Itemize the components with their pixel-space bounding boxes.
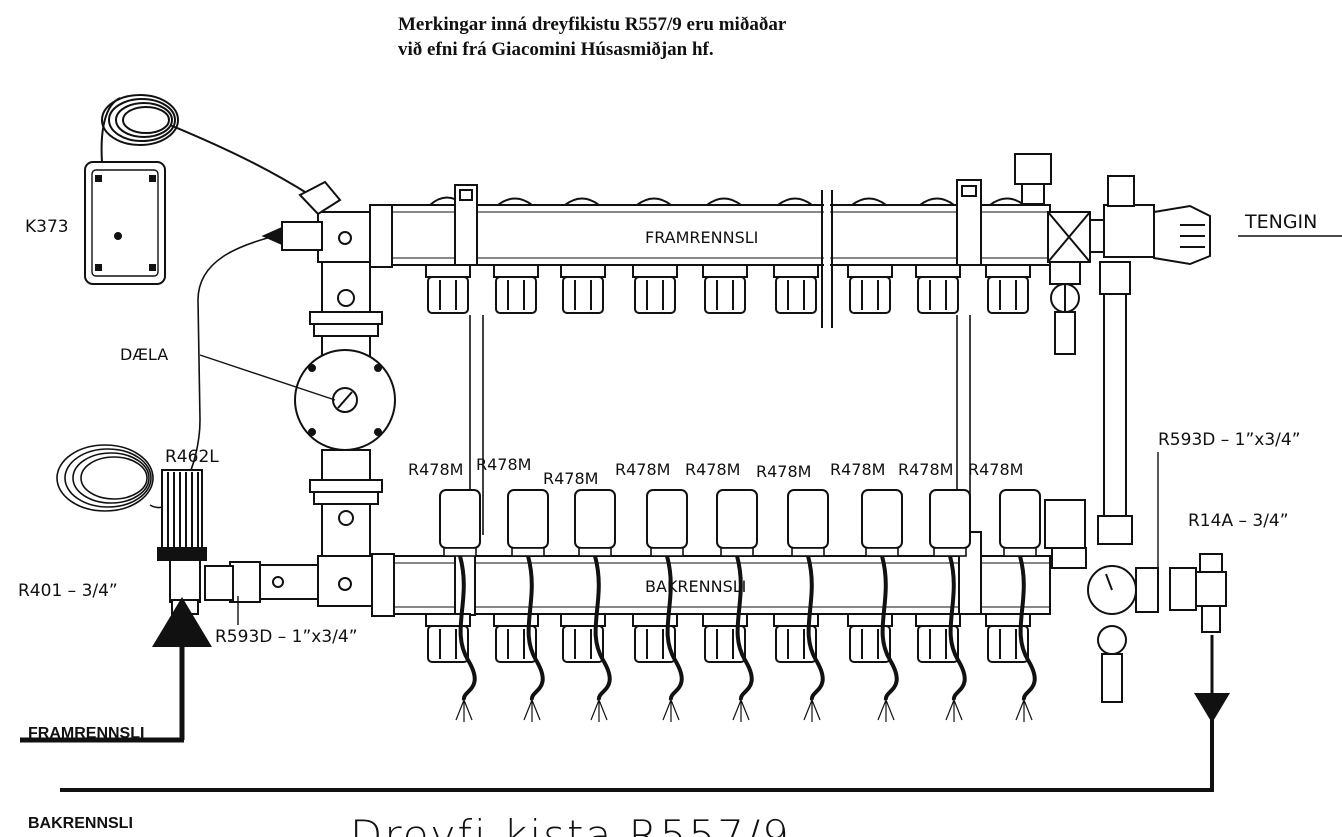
actuator: R478M [756, 462, 829, 557]
actuator: R478M [408, 460, 481, 557]
return-outlet [425, 613, 471, 663]
wire-end [740, 699, 750, 721]
drawing-title: Dreyfi kista R557/9 [350, 811, 791, 837]
actuator: R478M [968, 460, 1041, 557]
wire-end [463, 699, 473, 721]
wire-end [885, 699, 895, 721]
wire-end [953, 699, 963, 721]
actuator-label: R478M [830, 460, 885, 479]
wire-end [811, 699, 821, 721]
wire-end [1015, 699, 1025, 721]
actuator-cable [948, 555, 967, 701]
mixing-assembly [157, 180, 396, 617]
adapter-bottom-label: R593D – 1”x3/4” [215, 627, 358, 647]
wire-end [531, 699, 541, 721]
actuator-cable [593, 555, 612, 701]
valve-top-label: R462L [165, 447, 219, 467]
actuator: R478M [685, 460, 758, 557]
wire-end [590, 699, 600, 721]
return-outlets [425, 613, 1031, 663]
actuator-label: R478M [476, 455, 531, 474]
thermostat-label: K373 [25, 217, 69, 237]
fitting-right-label: R14A – 3/4” [1188, 511, 1289, 531]
supply-pipe-label: FRAMRENNSLI [28, 725, 144, 742]
wire-end [877, 699, 887, 721]
supply-manifold-label: FRAMRENNSLI [645, 228, 758, 247]
actuator-cables [455, 555, 1037, 722]
tenging-label: TENGIN [1244, 211, 1317, 233]
supply-outlet [560, 264, 606, 314]
return-manifold-label: BAKRENNSLI [645, 577, 746, 596]
actuator: R478M [615, 460, 688, 557]
supply-outlet [773, 264, 819, 314]
actuator-label: R478M [615, 460, 670, 479]
return-manifold [389, 531, 1051, 616]
adapter-right-label: R593D – 1”x3/4” [1158, 430, 1301, 450]
wire-end [523, 699, 533, 721]
supply-outlet [632, 264, 678, 314]
actuator-label: R478M [756, 462, 811, 481]
actuator-label: R478M [968, 460, 1023, 479]
actuator-label: R478M [408, 460, 463, 479]
return-outlet [915, 613, 961, 663]
return-outlet [773, 613, 819, 663]
actuator-cable [526, 555, 545, 701]
supply-outlet [425, 264, 471, 314]
header-line-1: Merkingar inná dreyfikistu R557/9 eru mi… [398, 14, 787, 35]
supply-outlet [847, 264, 893, 314]
wire-end [803, 699, 813, 721]
actuator-cable [458, 555, 477, 701]
wire-end [598, 699, 608, 721]
actuator-label: R478M [898, 460, 953, 479]
right-end-assembly [1014, 153, 1227, 703]
return-outlet [560, 613, 606, 663]
wire-end [455, 699, 465, 721]
actuator: R478M [830, 460, 903, 557]
actuator: R478M [476, 455, 549, 557]
valve-left-label: R401 – 3/4” [18, 581, 118, 601]
actuator: R478M [898, 460, 971, 557]
pump-label: DÆLA [120, 345, 168, 364]
actuator-cable [880, 555, 899, 701]
actuator-label: R478M [685, 460, 740, 479]
actuator: R478M [543, 469, 616, 557]
actuator-cable [735, 555, 754, 701]
thermostat-k373 [84, 94, 311, 285]
actuator-cable [1018, 555, 1037, 701]
wire-end [732, 699, 742, 721]
supply-outlets [425, 264, 1031, 314]
flow-lines [20, 597, 1230, 792]
wire-end [662, 699, 672, 721]
actuator-cable [665, 555, 684, 701]
wire-end [945, 699, 955, 721]
wire-end [1023, 699, 1033, 721]
header-line-2: við efni frá Giacomini Húsasmiðjan hf. [398, 39, 714, 60]
pump-leader [199, 354, 336, 401]
return-pipe-label: BAKRENNSLI [28, 815, 133, 832]
actuator-cable [806, 555, 825, 701]
supply-outlet [985, 264, 1031, 314]
supply-outlet [915, 264, 961, 314]
supply-outlet [493, 264, 539, 314]
actuator-label: R478M [543, 469, 598, 488]
actuator-group: R478M R478M R478M R478M R478M R478M R478M R478M… [408, 455, 1041, 557]
supply-outlet [702, 264, 748, 314]
wire-end [670, 699, 680, 721]
return-outlet [632, 613, 678, 663]
